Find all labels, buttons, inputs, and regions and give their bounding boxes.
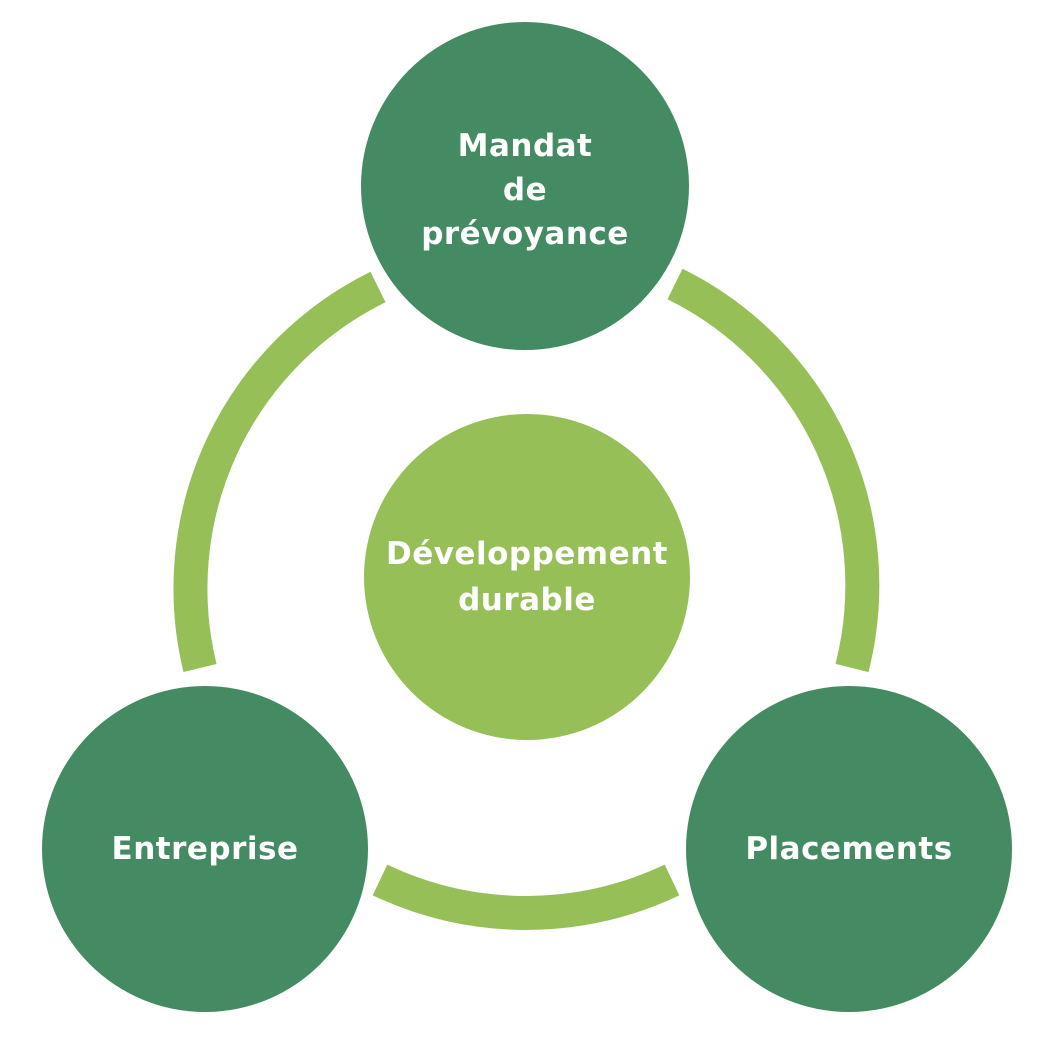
ring-arc-top-right [667, 268, 880, 673]
node-entreprise: Entreprise [42, 686, 368, 1012]
ring-arc-top-left [173, 271, 386, 673]
node-mandat-de-prevoyance: Mandat de prévoyance [361, 22, 689, 350]
node-left-label: Entreprise [112, 827, 299, 871]
ring-arc-bottom [372, 864, 680, 930]
node-developpement-durable: Développement durable [364, 414, 690, 740]
node-top-line-1: Mandat [457, 128, 593, 164]
node-left-line-1: Entreprise [111, 831, 299, 867]
node-top-line-3: prévoyance [421, 216, 629, 252]
node-center-line-1: Développement [385, 536, 669, 572]
node-right-label: Placements [745, 827, 952, 871]
node-center-label: Développement durable [386, 531, 668, 623]
node-top-label: Mandat de prévoyance [421, 116, 629, 256]
node-top-line-2: de [502, 172, 548, 208]
node-placements: Placements [686, 686, 1012, 1012]
node-center-line-2: durable [458, 582, 596, 618]
node-right-line-1: Placements [745, 831, 953, 867]
